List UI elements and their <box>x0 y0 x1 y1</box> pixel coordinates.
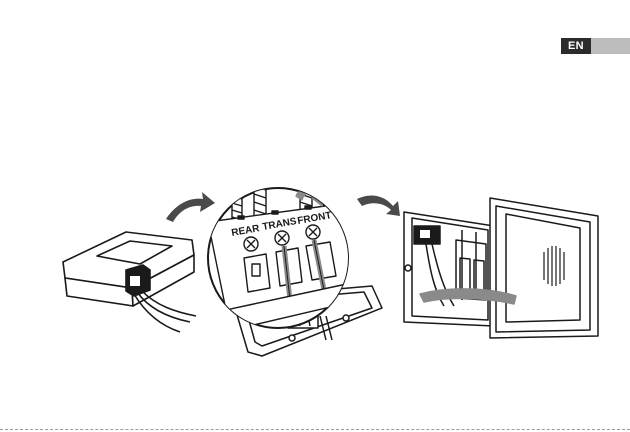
wall-mount-icon <box>404 198 598 338</box>
arrow-step-2-icon <box>357 195 400 216</box>
page-bottom-rule <box>0 429 630 430</box>
module-box-icon <box>63 232 196 332</box>
arrow-step-1-icon <box>166 192 215 222</box>
